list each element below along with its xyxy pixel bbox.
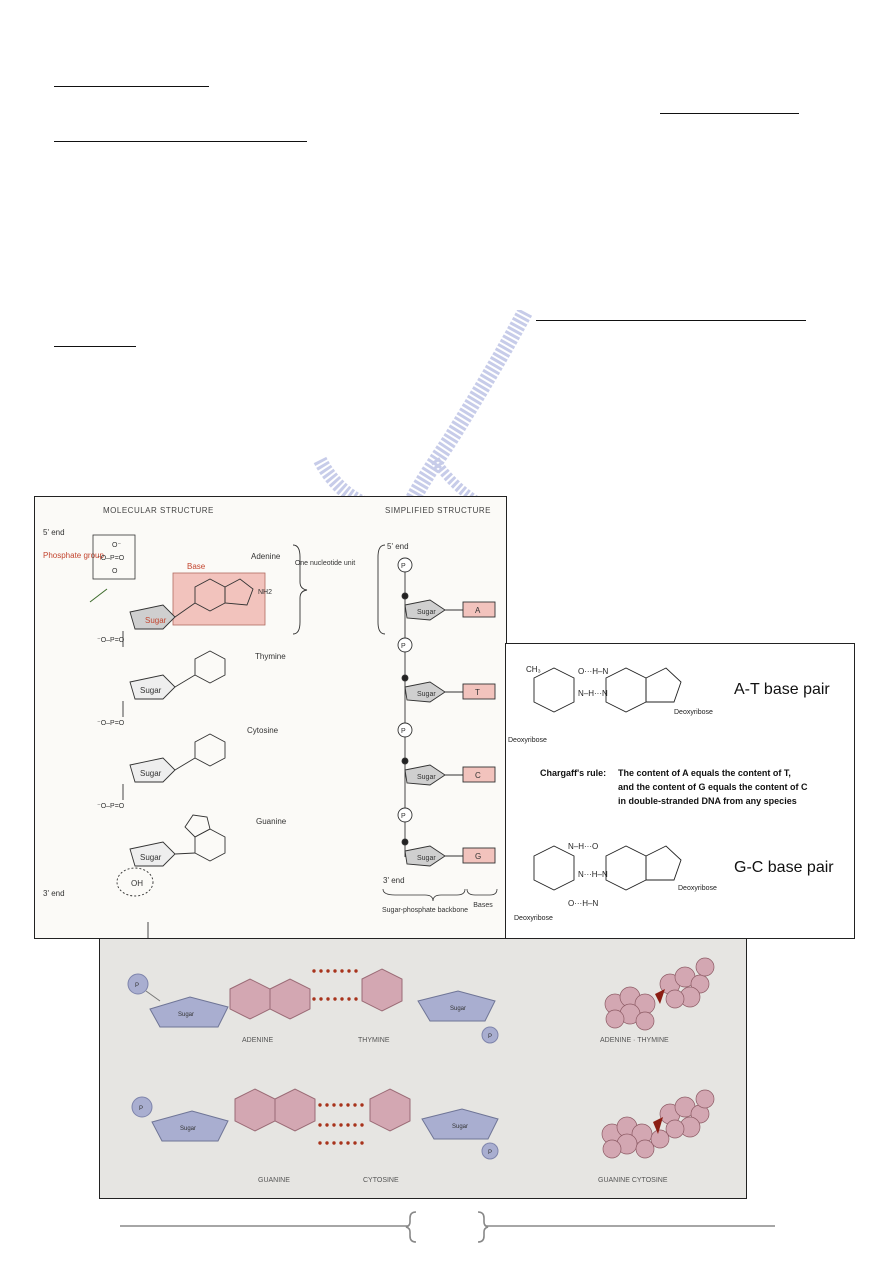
simple-sugar-3: Sugar [417, 774, 436, 781]
simple-letter-g: G [475, 852, 481, 861]
svg-text:N–H···O: N–H···O [568, 842, 598, 851]
green-arrow-mark [89, 588, 108, 603]
svg-text:O⁻: O⁻ [112, 542, 121, 549]
figure-hydrogen-bonding: P Sugar Sugar P ADENINE THYMINE ADENINE … [99, 938, 747, 1199]
chargaff-label: Chargaff's rule: [540, 768, 606, 778]
nh2-label-adenine: NH2 [258, 589, 272, 596]
heading-underline-1 [54, 86, 209, 87]
sugar-label-3: Sugar [140, 769, 162, 778]
simple-p-2: P [401, 643, 406, 650]
heading-underline-2 [660, 113, 799, 114]
base-name-thymine: Thymine [255, 652, 286, 661]
figure-nucleotide-chain: MOLECULAR STRUCTURE SIMPLIFIED STRUCTURE… [34, 496, 507, 939]
svg-text:N–H···N: N–H···N [578, 689, 608, 698]
oh-label: OH [131, 879, 143, 888]
base-highlight-box [172, 572, 266, 626]
sugar-label-2: Sugar [140, 686, 162, 695]
simple-p-3: P [401, 728, 406, 735]
at-deoxyribose-left: Deoxyribose [508, 737, 547, 744]
chargaff-line-1: The content of A equals the content of T… [618, 768, 791, 778]
gc-deoxyribose-right: Deoxyribose [678, 885, 717, 892]
label-guanine: GUANINE [258, 1177, 290, 1184]
figure-chargaff-base-pairs: CH₃ O···H–N N–H···N Deoxyribose Deoxyrib… [505, 643, 855, 939]
simple-sugar-2: Sugar [417, 691, 436, 698]
gc-pair-title: G-C base pair [734, 859, 834, 876]
svg-text:⁻O–P=O: ⁻O–P=O [97, 555, 125, 562]
bases-label: Bases [473, 902, 493, 909]
gc-deoxyribose-left: Deoxyribose [514, 915, 553, 922]
label-guanine-cytosine: GUANINE CYTOSINE [598, 1177, 668, 1184]
svg-text:O: O [112, 568, 118, 575]
heading-underline-5 [54, 346, 136, 347]
label-thymine: THYMINE [358, 1037, 390, 1044]
heading-underline-4 [536, 320, 806, 321]
label-cytosine: CYTOSINE [363, 1177, 399, 1184]
simple-sugar-4: Sugar [417, 855, 436, 862]
at-deoxyribose-right: Deoxyribose [674, 709, 713, 716]
gc-p-left: P [139, 1106, 143, 1112]
gc-sugar-left: Sugar [180, 1126, 196, 1132]
svg-text:N···H–N: N···H–N [578, 870, 608, 879]
end-3-label: 3' end [43, 889, 65, 898]
simple-letter-t: T [475, 688, 480, 697]
base-name-cytosine: Cytosine [247, 726, 279, 735]
label-adenine: ADENINE [242, 1037, 273, 1044]
chargaff-line-3: in double-stranded DNA from any species [618, 796, 797, 806]
end-5-label: 5' end [43, 528, 65, 537]
base-label: Base [187, 562, 206, 571]
sugar-label-4: Sugar [140, 853, 162, 862]
simplified-end-5: 5' end [387, 542, 409, 551]
simple-letter-a: A [475, 606, 481, 615]
hydrogen-bonding-diagram: P Sugar Sugar P ADENINE THYMINE ADENINE … [127, 957, 715, 1184]
watermark-logo [313, 310, 533, 510]
label-adenine-thymine: ADENINE · THYMINE [600, 1037, 669, 1044]
base-name-guanine: Guanine [256, 817, 287, 826]
phosphate-group-label: Phosphate group [43, 551, 104, 560]
page-footer-ornament [120, 1211, 775, 1243]
simple-letter-c: C [475, 771, 481, 780]
nucleotide-chain-diagram: MOLECULAR STRUCTURE SIMPLIFIED STRUCTURE… [43, 506, 498, 938]
simplified-end-3: 3' end [383, 876, 405, 885]
svg-text:⁻O–P=O: ⁻O–P=O [97, 637, 125, 644]
base-name-adenine: Adenine [251, 552, 281, 561]
one-nucleotide-unit-label: One nucleotide unit [295, 560, 355, 567]
phosphate-box [92, 534, 136, 580]
base-pairs-diagram: CH₃ O···H–N N–H···N Deoxyribose Deoxyrib… [508, 665, 834, 922]
chargaff-line-2: and the content of G equals the content … [618, 782, 808, 792]
svg-text:CH₃: CH₃ [526, 665, 541, 674]
sugar-phosphate-backbone-label: Sugar-phosphate backbone [382, 907, 468, 914]
at-p-left: P [135, 983, 139, 989]
heading-molecular: MOLECULAR STRUCTURE [103, 506, 214, 515]
at-p-right: P [488, 1034, 492, 1040]
svg-text:⁻O–P=O: ⁻O–P=O [97, 720, 125, 727]
svg-text:⁻O–P=O: ⁻O–P=O [97, 803, 125, 810]
heading-simplified: SIMPLIFIED STRUCTURE [385, 506, 491, 515]
heading-underline-3 [54, 141, 307, 142]
at-sugar-right: Sugar [450, 1006, 466, 1012]
simple-p-4: P [401, 813, 406, 820]
gc-sugar-right: Sugar [452, 1124, 468, 1130]
sugar-label-1: Sugar [145, 616, 167, 625]
svg-text:O···H–N: O···H–N [568, 899, 598, 908]
at-pair-title: A-T base pair [734, 681, 830, 698]
simple-sugar-1: Sugar [417, 609, 436, 616]
simple-p-1: P [401, 563, 406, 570]
at-sugar-left: Sugar [178, 1012, 194, 1018]
gc-p-right: P [488, 1150, 492, 1156]
svg-text:O···H–N: O···H–N [578, 667, 608, 676]
